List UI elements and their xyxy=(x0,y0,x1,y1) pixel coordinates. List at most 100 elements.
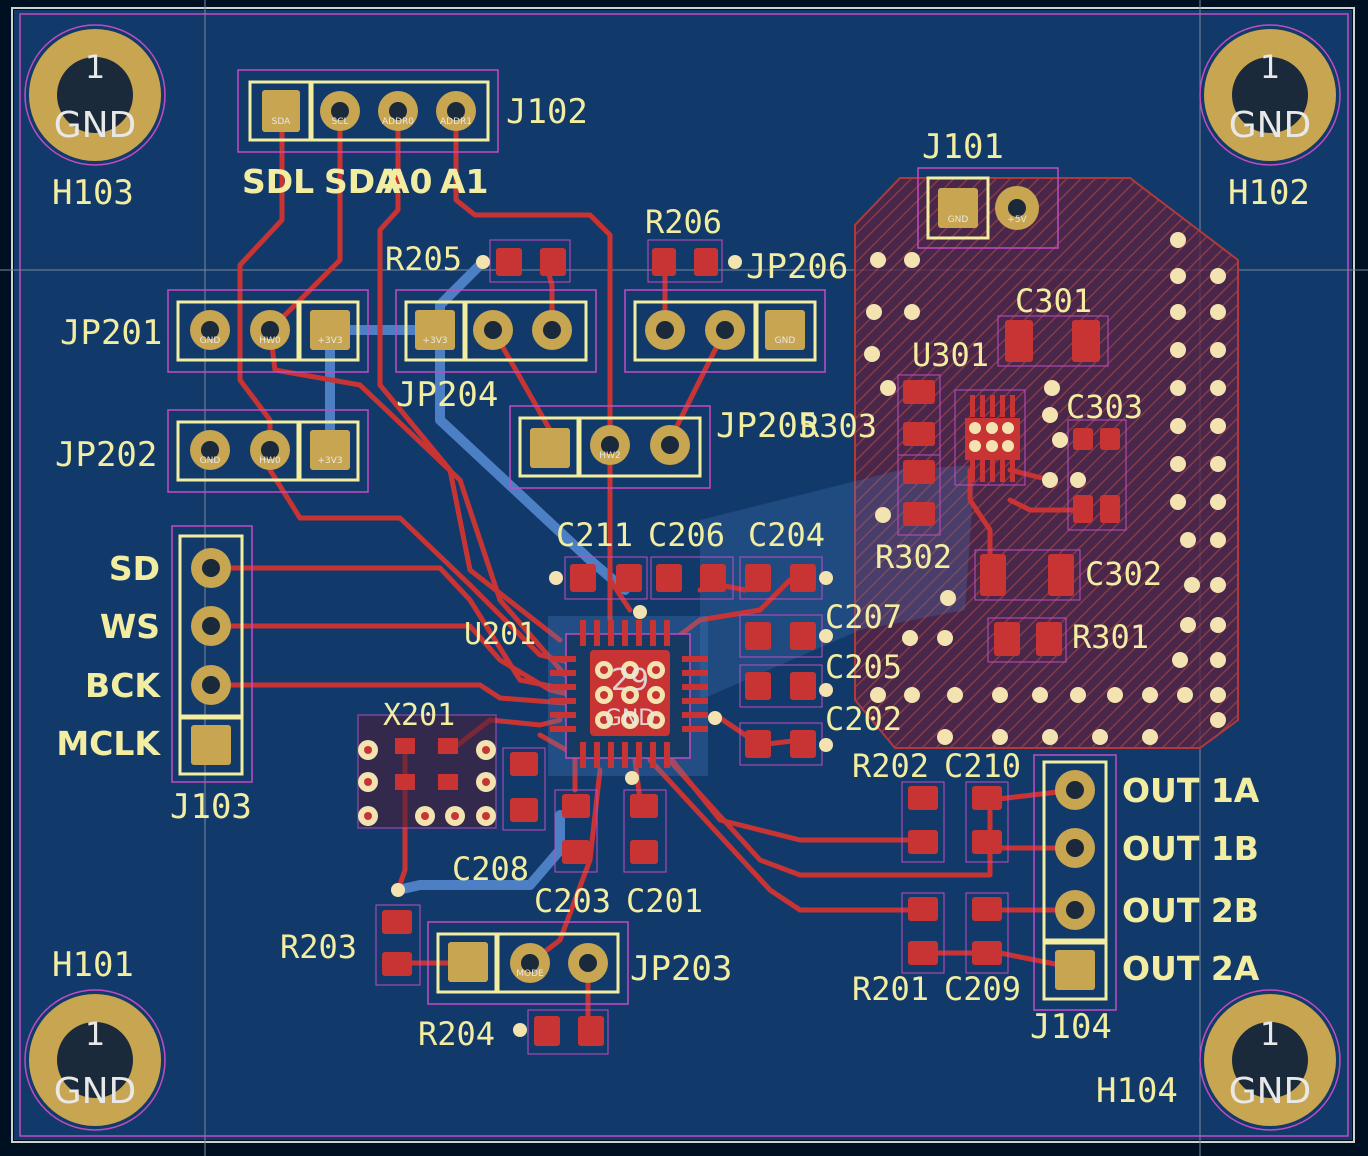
j104-label-out1a: OUT 1A xyxy=(1122,771,1260,810)
jumper-jp202[interactable]: GND HW0 +3V3 xyxy=(167,409,369,493)
ref-c209: C209 xyxy=(944,970,1021,1008)
j103-label-mclk: MCLK xyxy=(56,724,161,763)
ref-j101: J101 xyxy=(922,127,1004,167)
ref-c206: C206 xyxy=(648,516,725,554)
pad-label: +3V3 xyxy=(422,336,447,346)
passive-c201[interactable] xyxy=(623,789,667,873)
ref-c208: C208 xyxy=(452,850,529,888)
ref-jp202: JP202 xyxy=(55,435,157,475)
passive-c206[interactable] xyxy=(650,556,734,600)
connector-j101[interactable]: GND +5V xyxy=(917,167,1059,249)
hole-pad-number: 1 xyxy=(1260,48,1280,86)
ref-c201: C201 xyxy=(626,882,703,920)
passive-c203[interactable] xyxy=(554,789,598,873)
passive-r201[interactable] xyxy=(901,892,945,974)
jumper-jp203[interactable]: MODE xyxy=(427,921,629,1005)
passive-c207[interactable] xyxy=(739,614,823,658)
passive-c208[interactable] xyxy=(502,747,546,831)
ref-h101: H101 xyxy=(52,945,134,985)
ref-c207: C207 xyxy=(825,598,902,636)
j104-label-out1b: OUT 1B xyxy=(1122,829,1259,868)
ref-r202: R202 xyxy=(852,747,929,785)
passive-r206[interactable] xyxy=(647,239,723,283)
ref-r303: R303 xyxy=(800,407,877,445)
pad-label: +5V xyxy=(1007,215,1027,225)
ref-r204: R204 xyxy=(418,1015,495,1053)
connector-j103[interactable] xyxy=(171,525,253,783)
passive-r204[interactable] xyxy=(527,1009,609,1055)
mounting-hole-h104[interactable]: 1 GND xyxy=(1199,989,1341,1131)
pad-label: ADDR1 xyxy=(440,117,472,127)
vias xyxy=(391,232,1226,1037)
passive-c210[interactable] xyxy=(965,781,1009,863)
ref-r206: R206 xyxy=(645,203,722,241)
u201-pad-number: 29 xyxy=(611,663,649,698)
ref-c302: C302 xyxy=(1085,555,1162,593)
ref-jp203: JP203 xyxy=(630,949,732,989)
ref-c301: C301 xyxy=(1015,282,1092,320)
passive-r303[interactable] xyxy=(897,374,941,456)
passive-r202[interactable] xyxy=(901,781,945,863)
pad-label: HW0 xyxy=(259,456,281,466)
passive-r203[interactable] xyxy=(375,904,421,986)
passive-r205[interactable] xyxy=(489,239,571,283)
ic-u301[interactable] xyxy=(954,389,1026,486)
connector-j104[interactable] xyxy=(1033,754,1117,1011)
hole-net-label: GND xyxy=(1229,1071,1312,1112)
ref-h103: H103 xyxy=(52,173,134,213)
ref-x201: X201 xyxy=(383,698,455,733)
pad-label: HW0 xyxy=(259,336,281,346)
pad-label: GND xyxy=(200,336,221,346)
board-edge-inner xyxy=(19,13,1349,1137)
ref-r301: R301 xyxy=(1072,618,1149,656)
crystal-x201[interactable] xyxy=(357,714,497,829)
j102-label-sda: SDA xyxy=(324,162,401,201)
ref-jp206: JP206 xyxy=(746,247,848,287)
mounting-hole-h101[interactable]: 1 GND xyxy=(24,989,166,1131)
ref-c205: C205 xyxy=(825,648,902,686)
pad-label: GND xyxy=(948,215,969,225)
ref-u201: U201 xyxy=(464,617,536,652)
j102-label-sdl: SDL xyxy=(242,162,314,201)
ref-r205: R205 xyxy=(385,240,462,278)
ic-u201[interactable]: 29 GND xyxy=(548,616,708,776)
ref-c204: C204 xyxy=(748,516,825,554)
hole-net-label: GND xyxy=(54,1071,137,1112)
j104-label-out2a: OUT 2A xyxy=(1122,949,1260,988)
connector-j102[interactable]: SDA SCL ADDR0 ADDR1 xyxy=(237,69,499,153)
hole-net-label: GND xyxy=(54,105,137,146)
j102-label-a0: A0 xyxy=(384,162,433,201)
ref-jp201: JP201 xyxy=(60,313,162,353)
passive-c302[interactable] xyxy=(974,549,1081,601)
jumper-jp201[interactable]: GND HW0 +3V3 xyxy=(167,289,369,373)
jumper-jp206[interactable]: GND xyxy=(624,289,826,373)
pad-label: +3V3 xyxy=(317,456,342,466)
passive-r301[interactable] xyxy=(987,617,1067,663)
mounting-hole-h102[interactable]: 1 GND xyxy=(1199,24,1341,166)
ref-r201: R201 xyxy=(852,970,929,1008)
u201-pad-net: GND xyxy=(605,706,655,731)
mounting-hole-h103[interactable]: 1 GND xyxy=(24,24,166,166)
ref-r203: R203 xyxy=(280,928,357,966)
ref-h104: H104 xyxy=(1096,1071,1178,1111)
j104-label-out2b: OUT 2B xyxy=(1122,891,1259,930)
pad-label: HW2 xyxy=(599,451,620,461)
passive-r302[interactable] xyxy=(897,454,941,536)
ref-c303: C303 xyxy=(1066,388,1143,426)
passive-c204[interactable] xyxy=(739,556,823,600)
ref-j103: J103 xyxy=(170,787,252,827)
jumper-jp204[interactable]: +3V3 xyxy=(395,289,597,373)
passive-c301[interactable] xyxy=(997,315,1109,367)
pad-label: GND xyxy=(775,336,796,346)
pad-label: ADDR0 xyxy=(382,117,414,127)
jumper-jp205[interactable]: HW2 xyxy=(509,405,711,489)
ref-j104: J104 xyxy=(1030,1007,1112,1047)
ref-jp204: JP204 xyxy=(396,375,498,415)
hole-net-label: GND xyxy=(1229,105,1312,146)
j103-label-bck: BCK xyxy=(85,666,161,705)
passive-c209[interactable] xyxy=(965,892,1009,974)
ref-c211: C211 xyxy=(556,516,633,554)
passive-c211[interactable] xyxy=(564,556,648,600)
passive-c303[interactable] xyxy=(1067,419,1127,531)
hole-pad-number: 1 xyxy=(85,1015,105,1053)
